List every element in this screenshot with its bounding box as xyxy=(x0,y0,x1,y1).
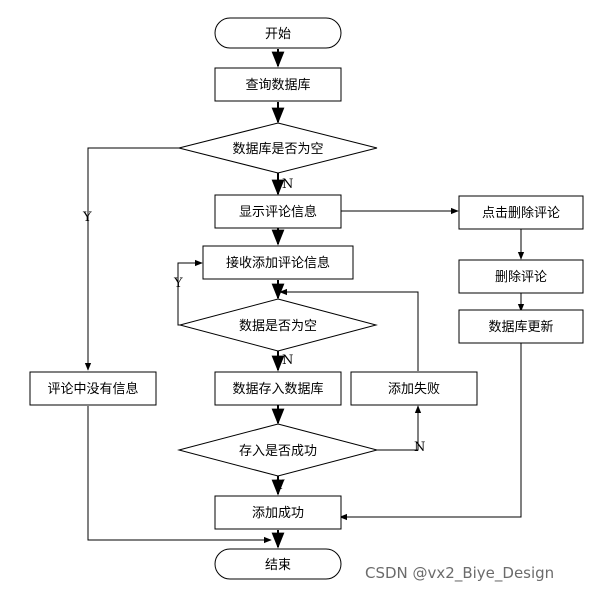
data-empty-no-label: N xyxy=(282,353,293,368)
receive-add-label: 接收添加评论信息 xyxy=(226,255,330,271)
save-db-label: 数据存入数据库 xyxy=(232,381,323,397)
add-fail-node: 添加失败 xyxy=(350,371,478,406)
edge-dbempty-yes xyxy=(84,147,180,371)
delete-comment-label: 删除评论 xyxy=(495,270,547,285)
end-node: 结束 xyxy=(214,548,342,580)
save-fail-label: N xyxy=(414,440,425,455)
edge-dataempty-yes-loop xyxy=(177,259,203,326)
edge-save-fail xyxy=(376,405,422,451)
no-comments-label: 评论中没有信息 xyxy=(47,381,138,397)
no-comments-node: 评论中没有信息 xyxy=(29,371,157,406)
watermark: CSDN @vx2_Biye_Design xyxy=(365,564,555,582)
db-update-label: 数据库更新 xyxy=(488,319,553,335)
data-empty-yes-label: Y xyxy=(173,276,183,291)
query-db-node: 查询数据库 xyxy=(214,67,342,102)
data-empty-decision: 数据是否为空 xyxy=(178,298,378,352)
add-success-label: 添加成功 xyxy=(252,506,304,521)
show-comments-node: 显示评论信息 xyxy=(214,194,342,229)
end-label: 结束 xyxy=(265,558,291,573)
save-db-node: 数据存入数据库 xyxy=(214,371,342,406)
edge-nocomments-to-end xyxy=(87,406,272,544)
save-success-decision: 存入是否成功 xyxy=(177,423,379,477)
delete-comment-node: 删除评论 xyxy=(458,259,584,294)
db-empty-label: 数据库是否为空 xyxy=(232,141,323,157)
add-success-node: 添加成功 xyxy=(214,495,342,530)
add-fail-label: 添加失败 xyxy=(388,382,440,397)
start-label: 开始 xyxy=(265,27,291,42)
db-empty-no-label: N xyxy=(282,177,293,192)
db-update-node: 数据库更新 xyxy=(458,309,584,344)
edges xyxy=(84,49,525,549)
show-comments-label: 显示评论信息 xyxy=(239,204,317,220)
save-success-label: 存入是否成功 xyxy=(239,444,317,459)
db-empty-yes-label: Y xyxy=(82,210,92,225)
start-node: 开始 xyxy=(214,17,342,49)
data-empty-label: 数据是否为空 xyxy=(239,319,317,334)
click-delete-node: 点击删除评论 xyxy=(458,195,584,230)
query-db-label: 查询数据库 xyxy=(245,77,310,93)
edge-update-to-added xyxy=(339,342,522,521)
edge-addfail-loop xyxy=(279,288,419,371)
click-delete-label: 点击删除评论 xyxy=(482,206,560,221)
save-yes-label: Y xyxy=(275,478,285,493)
receive-add-node: 接收添加评论信息 xyxy=(202,245,354,280)
db-empty-decision: 数据库是否为空 xyxy=(178,122,378,174)
